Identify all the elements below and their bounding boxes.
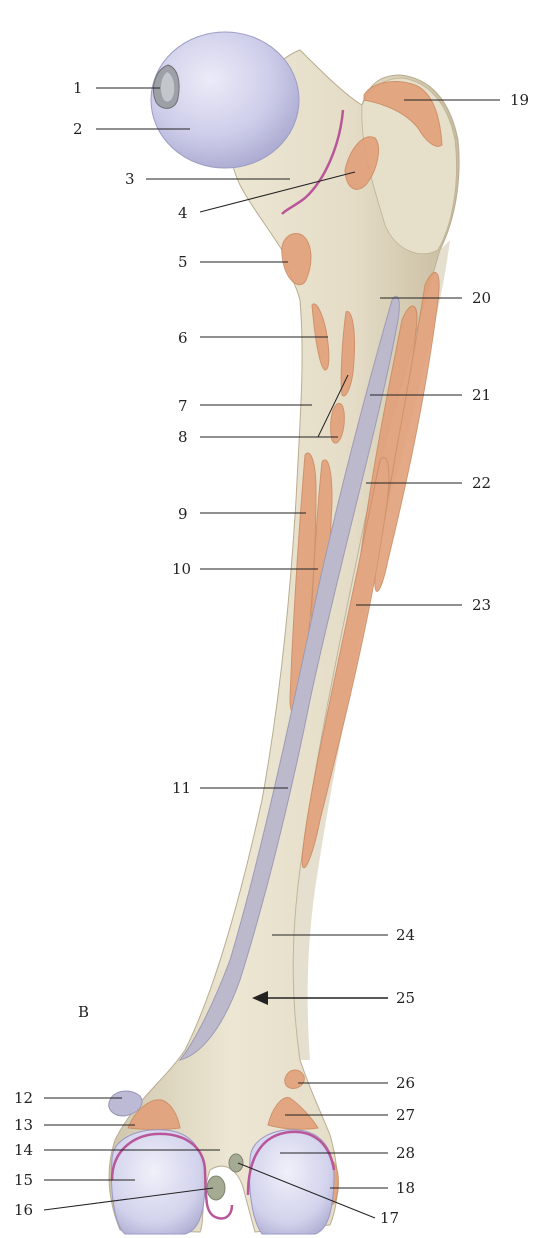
label-15: 15 xyxy=(14,1172,33,1188)
label-24: 24 xyxy=(396,927,415,943)
label-2: 2 xyxy=(73,121,83,137)
femoral-head xyxy=(151,32,299,168)
label-17: 17 xyxy=(380,1210,399,1226)
attachment-5 xyxy=(282,234,311,285)
label-5: 5 xyxy=(178,254,188,270)
label-19: 19 xyxy=(510,92,529,108)
label-12: 12 xyxy=(14,1090,33,1106)
femur-bone xyxy=(109,50,459,1232)
label-16: 16 xyxy=(14,1202,33,1218)
label-1: 1 xyxy=(73,80,83,96)
label-20: 20 xyxy=(472,290,491,306)
label-7: 7 xyxy=(178,398,188,414)
label-10: 10 xyxy=(172,561,191,577)
label-28: 28 xyxy=(396,1145,415,1161)
label-27: 27 xyxy=(396,1107,415,1123)
label-11: 11 xyxy=(172,780,191,796)
attachment-17 xyxy=(229,1154,243,1172)
attachment-26 xyxy=(285,1070,305,1088)
label-14: 14 xyxy=(14,1142,33,1158)
panel-letter: B xyxy=(78,1004,89,1020)
label-9: 9 xyxy=(178,506,188,522)
label-8: 8 xyxy=(178,429,188,445)
label-25: 25 xyxy=(396,990,415,1006)
label-26: 26 xyxy=(396,1075,415,1091)
label-23: 23 xyxy=(472,597,491,613)
label-3: 3 xyxy=(125,171,135,187)
label-6: 6 xyxy=(178,330,188,346)
label-22: 22 xyxy=(472,475,491,491)
label-13: 13 xyxy=(14,1117,33,1133)
label-18: 18 xyxy=(396,1180,415,1196)
label-4: 4 xyxy=(178,205,188,221)
label-21: 21 xyxy=(472,387,491,403)
